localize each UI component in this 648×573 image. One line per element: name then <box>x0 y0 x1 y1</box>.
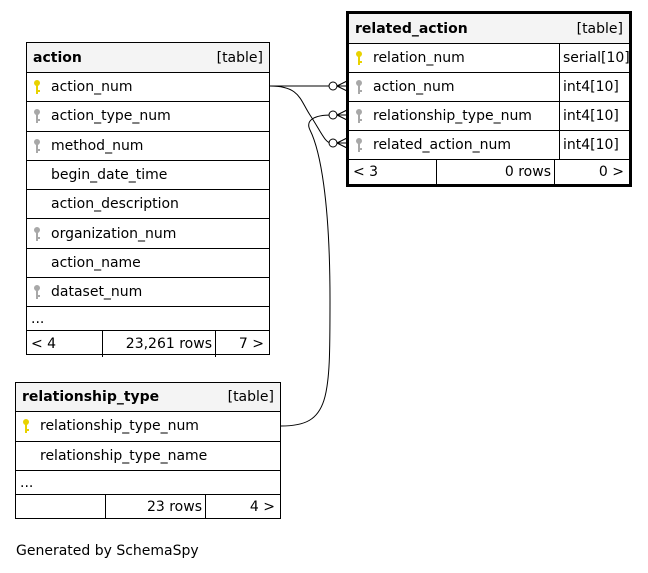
foreign-key-icon <box>349 108 369 124</box>
column-row[interactable]: relationship_type_name <box>16 442 280 471</box>
column-row[interactable]: relation_num serial[10] <box>349 44 630 73</box>
column-name: organization_num <box>51 225 177 242</box>
table-kind: [table] <box>576 20 623 37</box>
table-footer: < 4 23,261 rows 7 > <box>27 331 269 358</box>
table-relationship-type[interactable]: relationship_type [table] relationship_t… <box>15 382 281 519</box>
column-row[interactable]: action_num int4[10] <box>349 73 629 102</box>
column-type: int4[10] <box>559 73 629 101</box>
column-name: action_num <box>51 79 133 96</box>
relationship-line-related-action-num <box>269 85 332 144</box>
table-name: related_action <box>355 20 468 37</box>
table-footer: < 3 0 rows 0 > <box>349 160 629 184</box>
more-columns: ... <box>27 307 269 332</box>
foreign-key-icon <box>27 226 47 242</box>
column-type: int4[10] <box>559 131 629 159</box>
parents-link[interactable]: < 3 <box>349 160 437 184</box>
foreign-key-icon <box>27 108 47 124</box>
column-row[interactable]: relationship_type_num int4[10] <box>349 102 629 131</box>
column-name: related_action_num <box>373 137 511 153</box>
table-kind: [table] <box>227 389 274 405</box>
crowfoot-marker-1 <box>328 80 348 92</box>
children-link[interactable]: 0 > <box>598 164 624 180</box>
table-header: action [table] <box>27 43 269 73</box>
crowfoot-marker-2 <box>328 109 348 121</box>
column-row[interactable]: begin_date_time <box>27 161 269 191</box>
column-row[interactable]: action_num <box>27 73 269 103</box>
parents-link <box>16 495 106 518</box>
table-footer: 23 rows 4 > <box>16 495 280 518</box>
more-columns: ... <box>16 471 280 495</box>
column-name: action_description <box>51 196 179 213</box>
column-name: relationship_type_num <box>373 108 532 124</box>
row-count: 0 rows <box>437 160 555 184</box>
column-name: action_type_num <box>51 108 171 125</box>
column-name: relationship_type_num <box>40 418 199 435</box>
column-type: int4[10] <box>559 102 629 130</box>
foreign-key-icon <box>349 137 369 153</box>
table-action[interactable]: action [table] action_num action_type_num… <box>26 42 270 358</box>
column-row[interactable]: method_num <box>27 132 269 161</box>
column-name: dataset_num <box>51 284 143 301</box>
parents-link[interactable]: < 4 <box>27 331 103 358</box>
table-name: action <box>33 49 82 66</box>
column-name: action_name <box>51 254 141 271</box>
column-name: relation_num <box>373 50 465 66</box>
column-type: serial[10] <box>559 44 630 72</box>
primary-key-icon <box>27 79 47 95</box>
column-name: begin_date_time <box>51 167 168 184</box>
column-row[interactable]: dataset_num <box>27 278 269 308</box>
column-row[interactable]: relationship_type_num <box>16 412 280 442</box>
crowfoot-marker-3 <box>328 137 348 149</box>
generated-by-caption: Generated by SchemaSpy <box>16 543 199 559</box>
column-row[interactable]: action_description <box>27 190 269 220</box>
primary-key-icon <box>349 50 369 66</box>
primary-key-icon <box>16 418 36 434</box>
column-row[interactable]: action_type_num <box>27 102 269 132</box>
table-kind: [table] <box>216 49 263 66</box>
table-header: relationship_type [table] <box>16 383 280 412</box>
table-name: relationship_type <box>22 389 160 405</box>
row-count: 23 rows <box>106 495 206 518</box>
row-count: 23,261 rows <box>103 331 216 358</box>
column-name: action_num <box>373 79 455 95</box>
children-link[interactable]: 4 > <box>249 498 275 515</box>
column-row[interactable]: related_action_num int4[10] <box>349 131 629 160</box>
relationship-line-relationship-type-num <box>280 114 332 427</box>
column-row[interactable]: action_name <box>27 249 269 279</box>
foreign-key-icon <box>349 79 369 95</box>
foreign-key-icon <box>27 284 47 300</box>
children-link[interactable]: 7 > <box>238 336 264 353</box>
column-name: relationship_type_name <box>40 447 208 464</box>
table-header: related_action [table] <box>349 14 629 44</box>
foreign-key-icon <box>27 138 47 154</box>
column-row[interactable]: organization_num <box>27 219 269 249</box>
column-name: method_num <box>51 137 144 154</box>
table-related-action[interactable]: related_action [table] relation_num seria… <box>346 11 632 187</box>
